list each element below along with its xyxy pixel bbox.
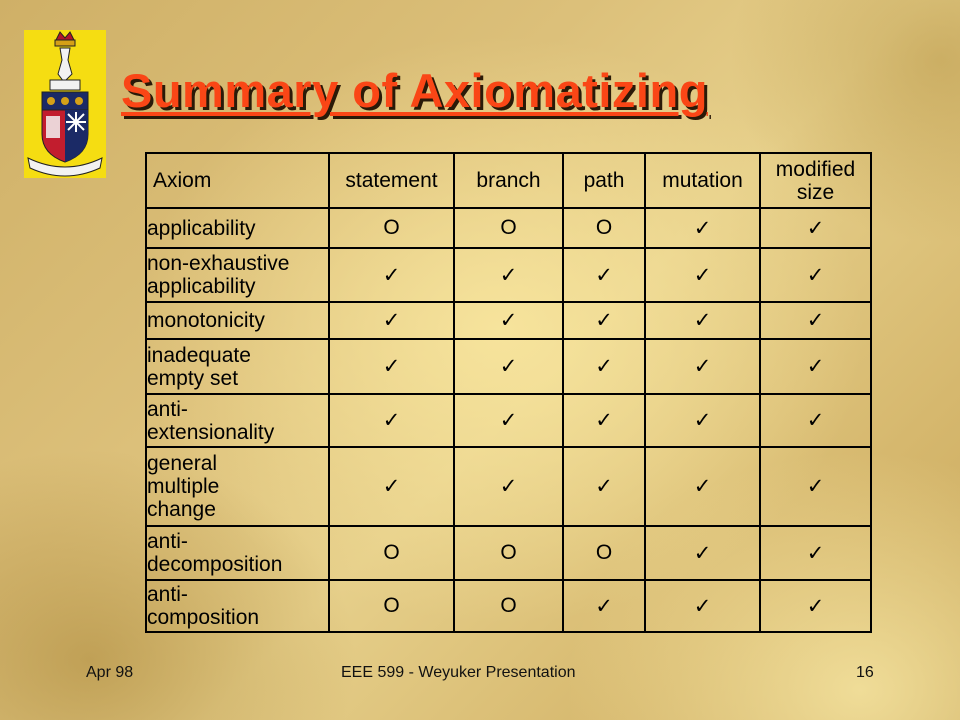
check-mark-icon: ✓ — [644, 393, 761, 448]
check-mark-icon: ✓ — [644, 207, 761, 249]
check-mark-icon: ✓ — [759, 338, 872, 395]
header-axiom: Axiom — [145, 152, 330, 209]
check-mark-icon: ✓ — [328, 446, 455, 527]
check-mark-icon: ✓ — [759, 207, 872, 249]
check-mark-icon: ✓ — [328, 338, 455, 395]
check-mark-icon: ✓ — [562, 247, 646, 303]
check-mark-icon: ✓ — [644, 247, 761, 303]
header-mutation: mutation — [644, 152, 761, 209]
check-mark-icon: ✓ — [328, 301, 455, 340]
table-row: monotonicity✓✓✓✓✓ — [145, 301, 872, 340]
axiom-name: monotonicity — [145, 301, 330, 340]
check-mark-icon: ✓ — [759, 446, 872, 527]
check-mark-icon: ✓ — [644, 446, 761, 527]
circle-mark-icon: O — [453, 579, 564, 633]
check-mark-icon: ✓ — [453, 446, 564, 527]
check-mark-icon: ✓ — [759, 301, 872, 340]
table-row: anti-extensionality✓✓✓✓✓ — [145, 393, 872, 448]
check-mark-icon: ✓ — [562, 393, 646, 448]
axiom-name: applicability — [145, 207, 330, 249]
circle-mark-icon: O — [328, 525, 455, 581]
check-mark-icon: ✓ — [759, 247, 872, 303]
check-mark-icon: ✓ — [644, 579, 761, 633]
slide-title: Summary of Axiomatizing — [121, 64, 708, 117]
check-mark-icon: ✓ — [759, 525, 872, 581]
axiom-name: anti-decomposition — [145, 525, 330, 581]
header-branch: branch — [453, 152, 564, 209]
circle-mark-icon: O — [562, 207, 646, 249]
check-mark-icon: ✓ — [328, 393, 455, 448]
check-mark-icon: ✓ — [328, 247, 455, 303]
check-mark-icon: ✓ — [759, 393, 872, 448]
check-mark-icon: ✓ — [562, 338, 646, 395]
check-mark-icon: ✓ — [453, 301, 564, 340]
circle-mark-icon: O — [562, 525, 646, 581]
college-crest-icon — [24, 30, 106, 178]
axiom-name: anti-composition — [145, 579, 330, 633]
check-mark-icon: ✓ — [562, 579, 646, 633]
header-path: path — [562, 152, 646, 209]
check-mark-icon: ✓ — [453, 338, 564, 395]
footer-slide-number: 16 — [856, 664, 874, 681]
footer-presentation-title: EEE 599 - Weyuker Presentation — [341, 664, 576, 681]
header-statement: statement — [328, 152, 455, 209]
check-mark-icon: ✓ — [562, 446, 646, 527]
axiom-name: anti-extensionality — [145, 393, 330, 448]
circle-mark-icon: O — [453, 207, 564, 249]
check-mark-icon: ✓ — [759, 579, 872, 633]
check-mark-icon: ✓ — [644, 525, 761, 581]
check-mark-icon: ✓ — [562, 301, 646, 340]
footer-date: Apr 98 — [86, 664, 134, 681]
check-mark-icon: ✓ — [453, 393, 564, 448]
check-mark-icon: ✓ — [644, 338, 761, 395]
check-mark-icon: ✓ — [453, 247, 564, 303]
check-mark-icon: ✓ — [644, 301, 761, 340]
circle-mark-icon: O — [328, 579, 455, 633]
circle-mark-icon: O — [453, 525, 564, 581]
circle-mark-icon: O — [328, 207, 455, 249]
